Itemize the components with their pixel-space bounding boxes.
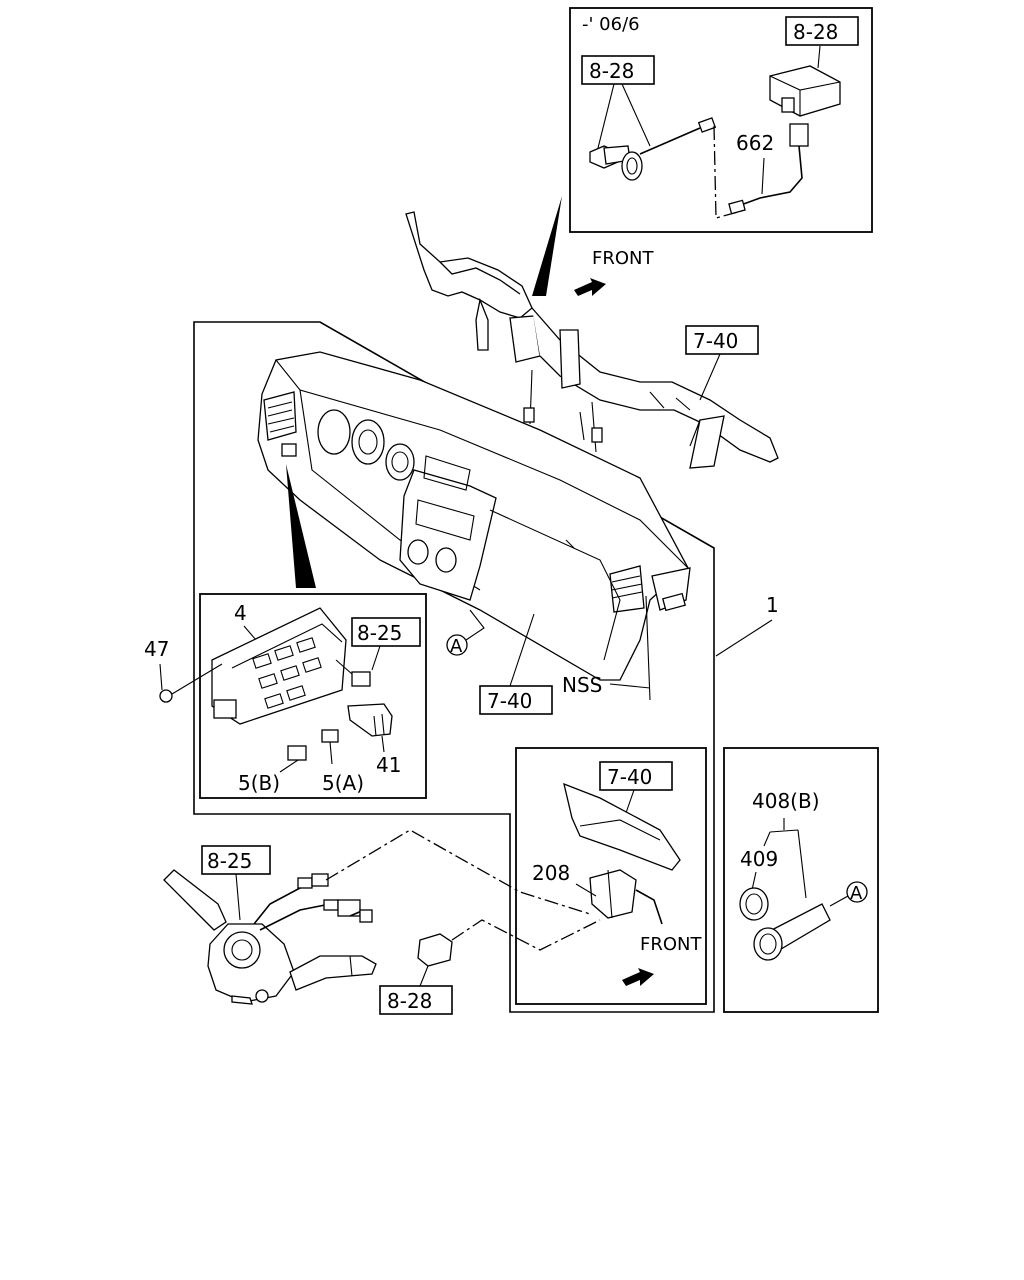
part-number-408b: 408(B) (752, 789, 820, 813)
instrument-panel (257, 351, 691, 681)
callout-wedge-switches (286, 464, 316, 588)
screw-47: 47 (144, 637, 223, 703)
part-number-41: 41 (376, 753, 401, 777)
ref-tag-7-40-beam: 7-40 (693, 329, 738, 353)
ref-tag-8-25-combo: 8-25 (207, 849, 252, 873)
part-number-409: 409 (740, 847, 778, 871)
inset-top-antenna: -' 06/6 8-28 8-28 (532, 7, 873, 296)
circle-ref-a-lighter: A (850, 883, 863, 904)
ref-tag-8-28-module: 8-28 (793, 20, 838, 44)
inset-lighter: 408(B) 409 A (723, 747, 879, 1013)
callout-wedge-top (532, 196, 562, 296)
ref-tag-8-28-coil: 8-28 (589, 59, 634, 83)
immobilizer-coil (589, 117, 717, 181)
part-number-5b: 5(B) (238, 771, 280, 795)
ref-tag-7-40-dash: 7-40 (487, 689, 532, 713)
front-arrow-top: FRONT (574, 248, 654, 296)
ref-tag-8-28-relay: 8-28 (387, 989, 432, 1013)
front-label-top: FRONT (592, 248, 654, 269)
combination-switch: 8-25 (163, 829, 591, 1005)
relay-8-28: 8-28 (379, 919, 601, 1015)
inset-relay: 7-40 208 FRONT (515, 747, 707, 1005)
immobilizer-module (769, 45, 841, 117)
part-number-208: 208 (532, 861, 570, 885)
dashboard-group-boundary (193, 321, 715, 1013)
part-number-4: 4 (234, 601, 247, 625)
part-number-47: 47 (144, 637, 169, 661)
nss-label: NSS (562, 673, 602, 697)
part-number-662: 662 (736, 131, 774, 155)
front-label-bottom: FRONT (640, 934, 702, 955)
antenna-connector (728, 123, 809, 215)
dashboard-callouts: A 7-40 NSS 1 (446, 593, 779, 715)
ref-tag-7-40-inset: 7-40 (607, 765, 652, 789)
part-number-1: 1 (766, 593, 779, 617)
part-number-5a: 5(A) (322, 771, 364, 795)
inset-switches: 4 8-25 41 5(B) 5(A) (199, 593, 427, 799)
date-range-label: -' 06/6 (582, 14, 640, 35)
steering-support-beam (405, 211, 779, 469)
ref-tag-8-25-inset: 8-25 (357, 621, 402, 645)
circle-ref-a-dash: A (450, 636, 463, 657)
front-arrow-bottom (622, 968, 654, 986)
